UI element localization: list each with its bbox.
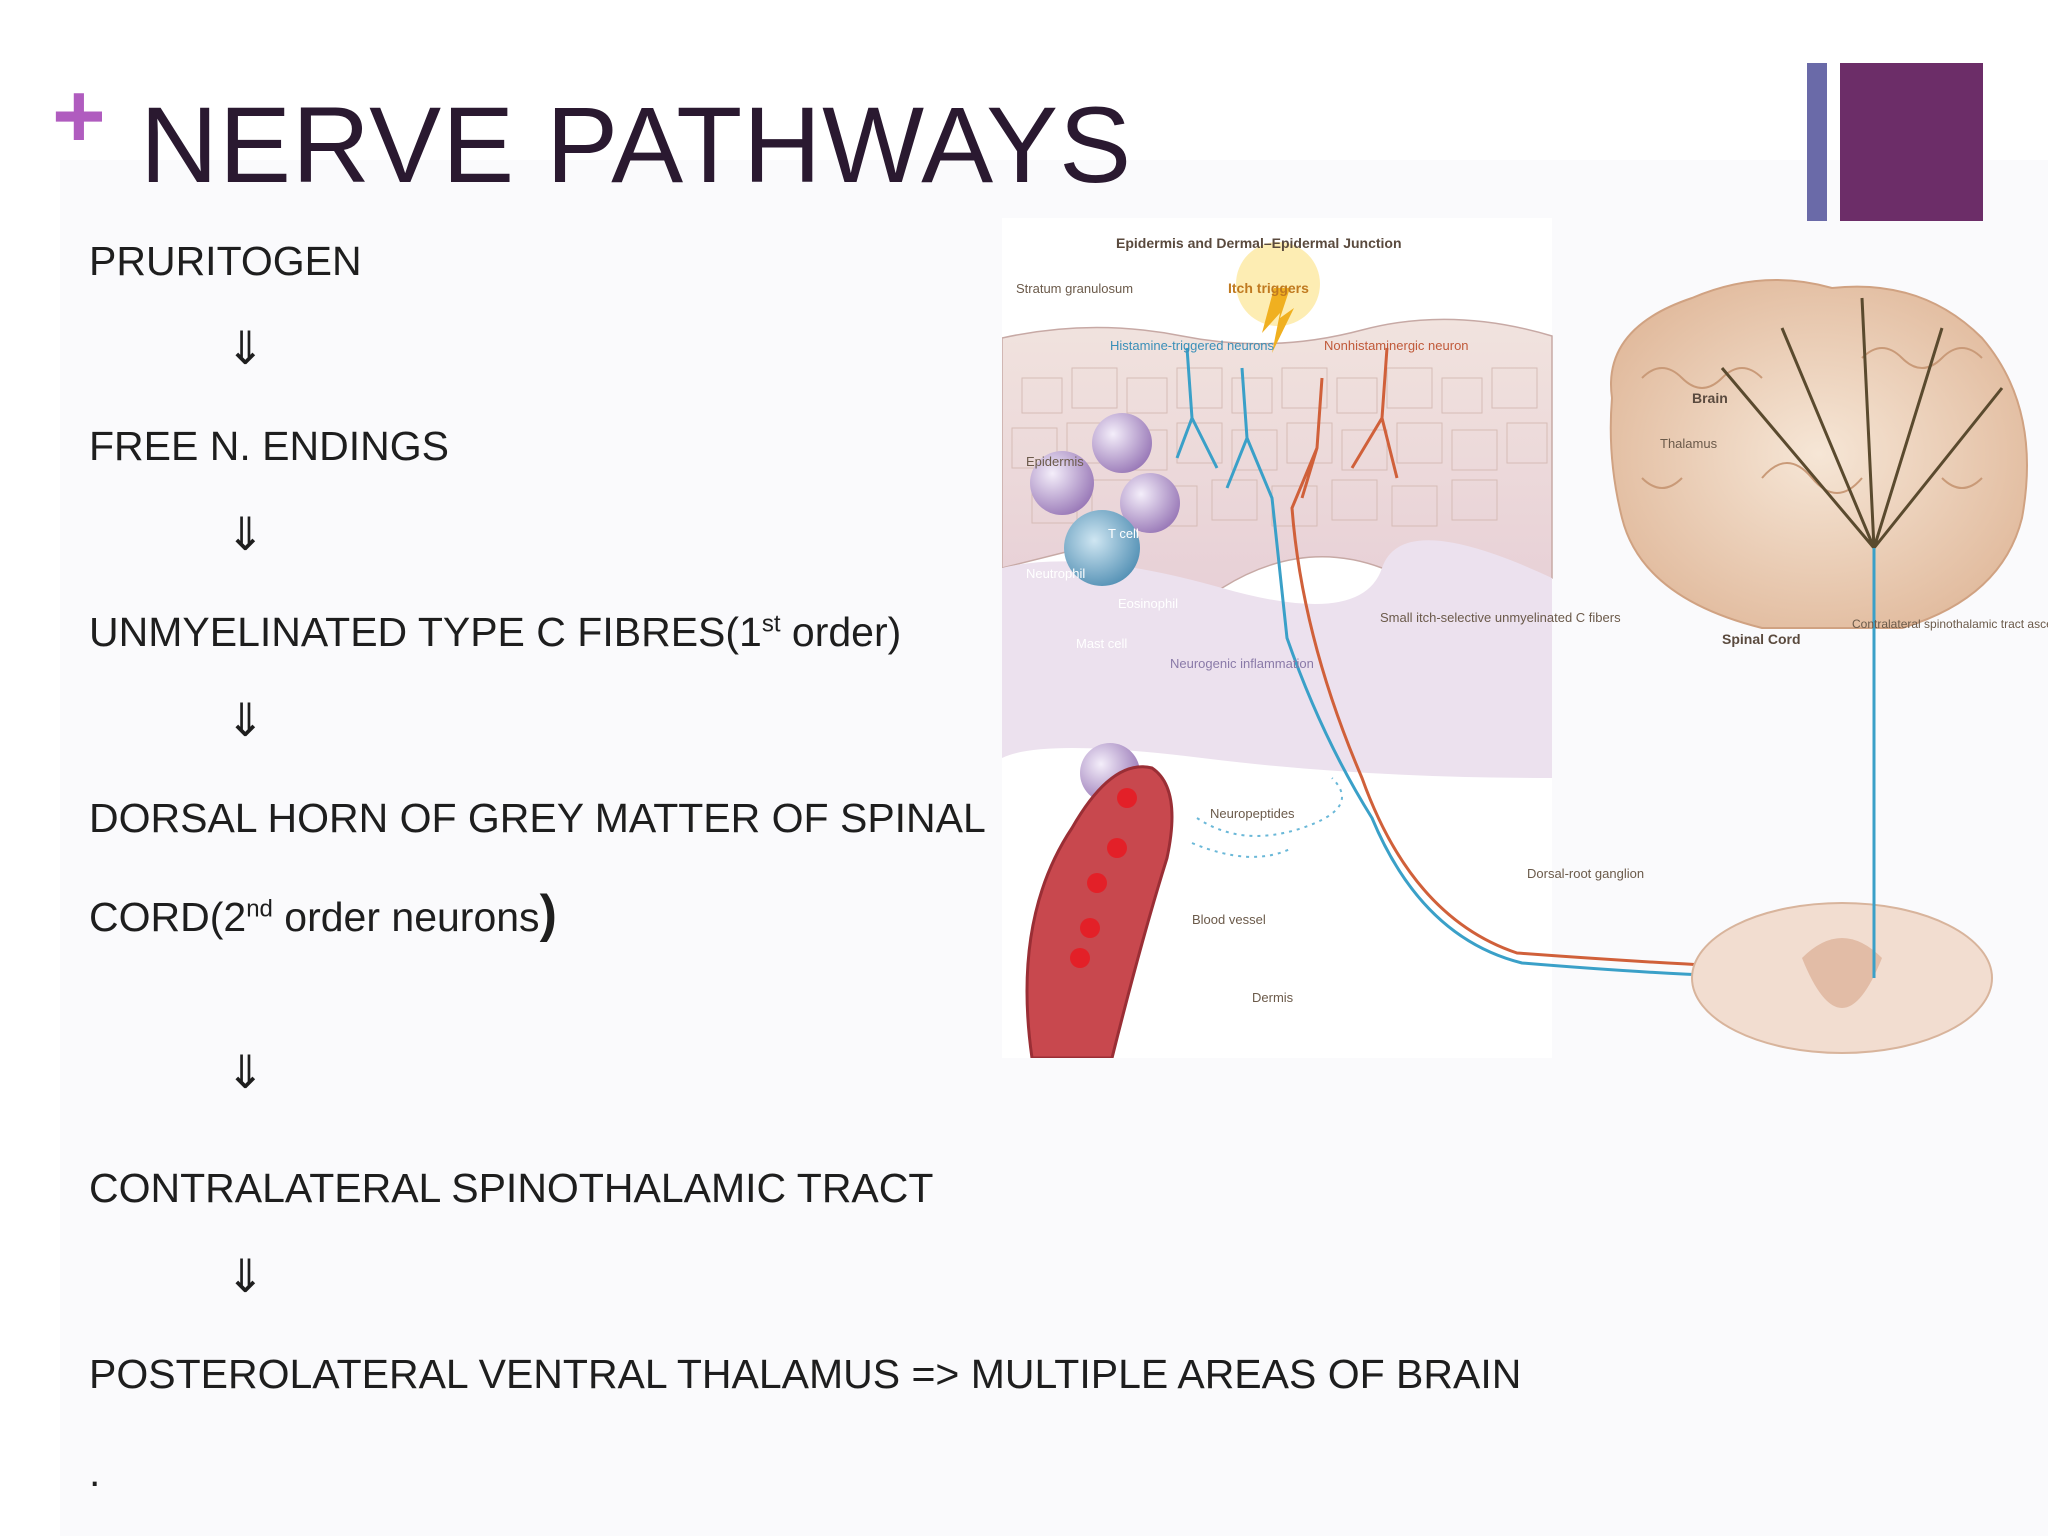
eosinophil-icon [1120, 473, 1180, 533]
brain-gyri [1641, 347, 1983, 494]
step-text-after: order neurons [272, 894, 540, 940]
label-brain: Brain [1692, 390, 1728, 406]
mast-cell-icon [1064, 510, 1140, 586]
step-spinothalamic-tract: CONTRALATERAL SPINOTHALAMIC TRACT [89, 1165, 934, 1211]
histamine-fibers [1175, 347, 1823, 980]
label-spinal-cord: Spinal Cord [1722, 631, 1801, 647]
itch-glow [1236, 242, 1320, 326]
label-contralateral: Contralateral spinothalamic tract ascend… [1852, 617, 2048, 631]
closing-parenthesis: ) [539, 885, 557, 943]
lightning-icon [1262, 288, 1294, 353]
label-thalamus: Thalamus [1660, 436, 1718, 451]
nonhistamine-fibers [1290, 347, 1823, 972]
step-pruritogen: PRURITOGEN [89, 238, 362, 284]
down-arrow-icon: ⇓ [226, 322, 265, 374]
brain-shape [1609, 279, 2028, 629]
trailing-dot: . [89, 1449, 101, 1495]
step-type-c-fibres: UNMYELINATED TYPE C FIBRES(1st order) [89, 608, 901, 656]
step-thalamus: POSTEROLATERAL VENTRAL THALAMUS => MULTI… [89, 1351, 1522, 1397]
label-epidermis: Epidermis [1026, 454, 1084, 469]
step-free-nerve-endings: FREE N. ENDINGS [89, 423, 449, 469]
step-dorsal-horn: DORSAL HORN OF GREY MATTER OF SPINAL [89, 795, 986, 841]
slide-title: NERVE PATHWAYS [140, 84, 1133, 205]
illustration-svg: Epidermis and Dermal–Epidermal Junction … [1002, 218, 2048, 1058]
step-text: UNMYELINATED TYPE C FIBRES(1 [89, 609, 762, 655]
label-histamine: Histamine-triggered neurons [1110, 338, 1275, 353]
itch-pathway-illustration: Epidermis and Dermal–Epidermal Junction … [1002, 218, 2048, 1058]
label-tcell: T cell [1108, 526, 1139, 541]
cortical-projections [1720, 297, 2004, 549]
label-neutrophil: Neutrophil [1026, 566, 1085, 581]
label-neuropeptides: Neuropeptides [1210, 806, 1295, 821]
down-arrow-icon: ⇓ [226, 508, 265, 560]
label-drg: Dorsal-root ganglion [1527, 866, 1644, 881]
step-text: CORD(2 [89, 894, 247, 940]
blood-vessel [1025, 765, 1174, 1058]
figure-header: Epidermis and Dermal–Epidermal Junction [1116, 235, 1402, 251]
step-spinal-cord: CORD(2nd order neurons) [89, 888, 557, 941]
label-blood-vessel: Blood vessel [1192, 912, 1266, 927]
ordinal-superscript: st [761, 610, 781, 638]
label-small-itch: Small itch-selective unmyelinated C fibe… [1380, 610, 1621, 625]
tcell-icon [1092, 413, 1152, 473]
ordinal-superscript: nd [246, 895, 273, 923]
decorative-bar [1807, 63, 1827, 221]
red-cells [1070, 788, 1137, 968]
step-text-after: order) [780, 609, 902, 655]
label-eosinophil: Eosinophil [1118, 596, 1178, 611]
dermis-upper [1002, 540, 1552, 778]
label-itch-triggers: Itch triggers [1228, 280, 1309, 296]
neutrophil-icon [1030, 451, 1094, 515]
decorative-square [1840, 63, 1983, 221]
label-stratum: Stratum granulosum [1016, 281, 1133, 296]
label-mast-cell: Mast cell [1076, 636, 1127, 651]
grey-matter [1802, 938, 1882, 1008]
neuropeptide-dots [1191, 777, 1343, 858]
label-inflammation: Neurogenic inflammation [1170, 656, 1314, 671]
down-arrow-icon: ⇓ [226, 1046, 265, 1098]
plus-bullet-icon: + [52, 65, 106, 167]
down-arrow-icon: ⇓ [226, 694, 265, 746]
down-arrow-icon: ⇓ [226, 1250, 265, 1302]
label-dermis: Dermis [1252, 990, 1294, 1005]
label-nonhistamine: Nonhistaminergic neuron [1324, 338, 1469, 353]
